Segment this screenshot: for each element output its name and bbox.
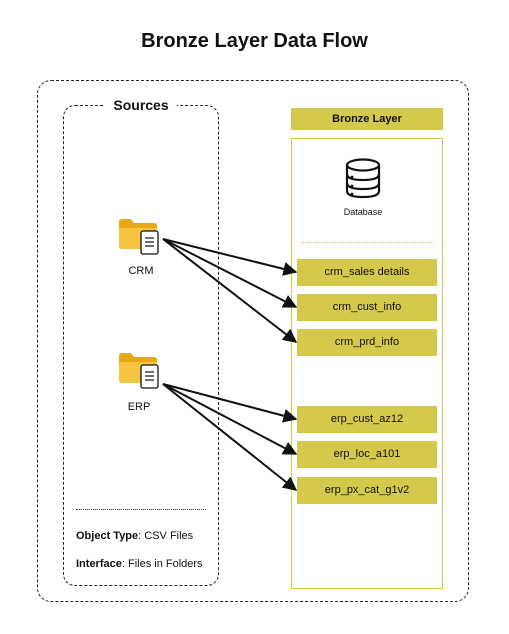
- object-type-key: Object Type: [76, 530, 139, 542]
- object-type-line: Object Type: CSV Files: [76, 530, 193, 542]
- bronze-layer-column: [291, 138, 443, 589]
- bronze-layer-header: Bronze Layer: [291, 108, 443, 130]
- crm-label: CRM: [128, 265, 154, 277]
- table-crm-prd-info: crm_prd_info: [297, 329, 437, 356]
- sources-title: Sources: [105, 97, 177, 113]
- object-type-value: : CSV Files: [138, 530, 194, 542]
- table-crm-sales-details: crm_sales details: [297, 259, 437, 286]
- sources-panel: [63, 105, 219, 586]
- bronze-divider: [302, 242, 434, 243]
- outer-frame: [37, 80, 469, 602]
- table-erp-cust-az12: erp_cust_az12: [297, 406, 437, 433]
- table-erp-loc-a101: erp_loc_a101: [297, 441, 437, 468]
- interface-key: Interface: [76, 558, 122, 570]
- database-label: Database: [343, 207, 383, 217]
- interface-value: : Files in Folders: [121, 558, 203, 570]
- table-crm-cust-info: crm_cust_info: [297, 294, 437, 321]
- diagram-title: Bronze Layer Data Flow: [141, 30, 368, 52]
- interface-line: Interface: Files in Folders: [76, 558, 203, 570]
- table-erp-px-cat-g1v2: erp_px_cat_g1v2: [297, 477, 437, 504]
- erp-label: ERP: [127, 401, 151, 413]
- sources-divider: [76, 509, 206, 510]
